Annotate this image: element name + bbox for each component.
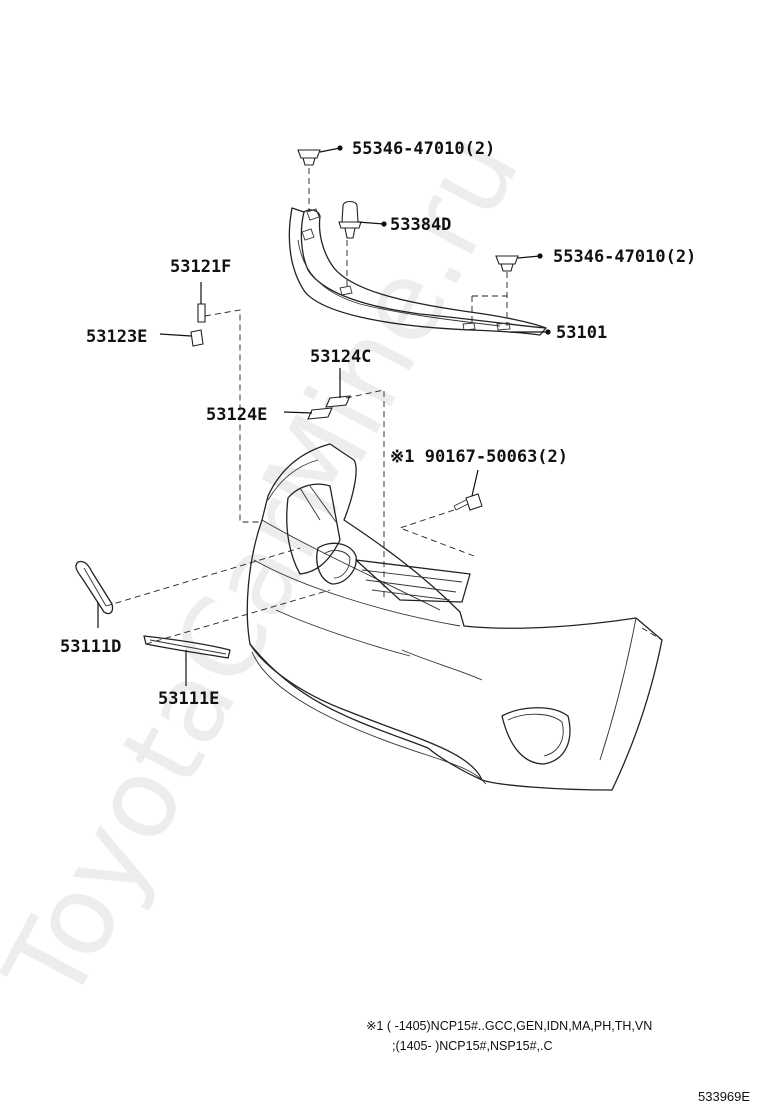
label-screw: ※1 90167-50063(2) <box>390 447 568 467</box>
label-upper-grille: 53101 <box>556 323 607 343</box>
label-clip-right: 55346-47010(2) <box>553 247 696 267</box>
label-pad-c: 53124C <box>310 347 371 367</box>
pad-e-part <box>307 407 333 420</box>
screw-part <box>453 493 483 511</box>
footnote-line-2: ;(1405- )NCP15#,NSP15#,.C <box>392 1039 553 1053</box>
pad-c-part <box>325 395 351 408</box>
bumper-grille-part <box>286 483 471 603</box>
assembly-lines <box>105 168 663 645</box>
label-retainer: 53384D <box>390 215 451 235</box>
label-bracket-f: 53121F <box>170 257 231 277</box>
watermark: ToyotaCarMine.ru <box>0 114 544 1023</box>
moulding-e-part <box>143 635 231 659</box>
front-bumper-part <box>246 443 663 791</box>
diagram-code: 533969E <box>698 1089 750 1104</box>
clip-right-part <box>495 255 519 272</box>
footnote-line-1: ※1 ( -1405)NCP15#..GCC,GEN,IDN,MA,PH,TH,… <box>366 1019 652 1033</box>
clip-top-part <box>297 149 321 166</box>
label-moulding-d: 53111D <box>60 637 121 657</box>
label-moulding-e: 53111E <box>158 689 219 709</box>
bracket-f-part <box>197 303 206 323</box>
retainer-part <box>338 200 362 239</box>
bracket-e-part <box>190 329 204 347</box>
label-clip-top: 55346-47010(2) <box>352 139 495 159</box>
moulding-d-part <box>75 560 114 615</box>
label-pad-e: 53124E <box>206 405 267 425</box>
leaders <box>97 145 551 686</box>
label-bracket-e: 53123E <box>86 327 147 347</box>
